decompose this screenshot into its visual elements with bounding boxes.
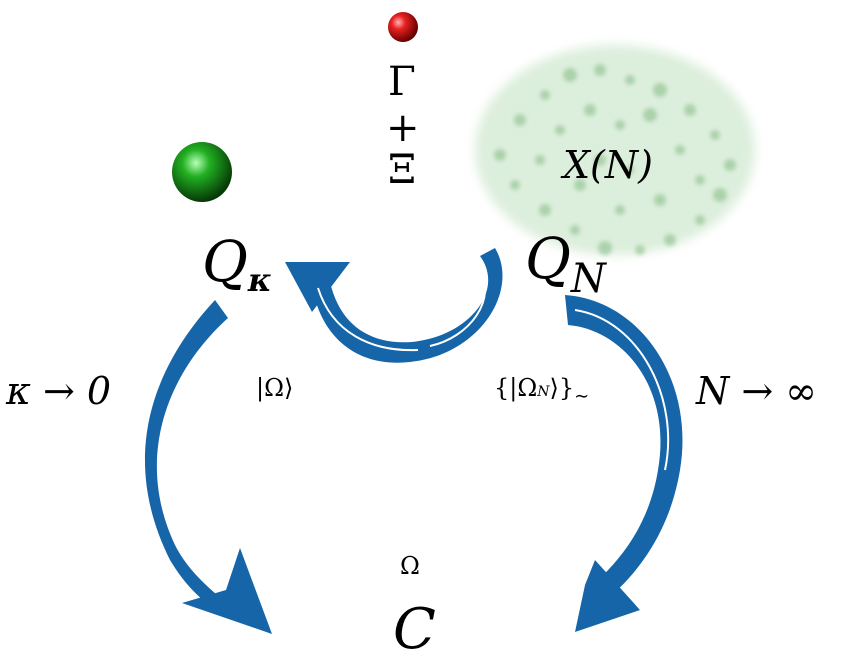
- kappa-limit-label: κ → 0: [6, 369, 112, 413]
- arrow-qn-to-qkappa: [285, 248, 503, 363]
- omega-n-subscript: N: [537, 384, 550, 400]
- q-n-label: QN: [525, 227, 606, 302]
- q-kappa-subscript: κ: [247, 261, 272, 299]
- gamma-label: Γ: [388, 59, 416, 105]
- q-n-subscript: N: [570, 256, 606, 302]
- red-sphere-icon: [388, 12, 418, 42]
- omega-state-label: |Ω⟩: [256, 374, 294, 402]
- arrow-qkappa-to-c: [144, 300, 272, 634]
- q-kappa-label: Qκ: [202, 230, 272, 299]
- c-label: C: [393, 597, 436, 662]
- x-of-n-label: X(N): [563, 143, 653, 187]
- xi-label: Ξ: [388, 147, 417, 193]
- cloud-icon: [475, 45, 755, 255]
- arrow-qn-to-c: [565, 295, 683, 632]
- n-limit-label: N → ∞: [696, 369, 817, 413]
- omega-n-states-label: {|ΩN⟩}∼: [494, 374, 590, 407]
- green-sphere-icon: [172, 142, 232, 202]
- plus-label: +: [386, 105, 420, 151]
- omega-n-tilde: ∼: [574, 386, 590, 407]
- omega-label: Ω: [400, 552, 420, 580]
